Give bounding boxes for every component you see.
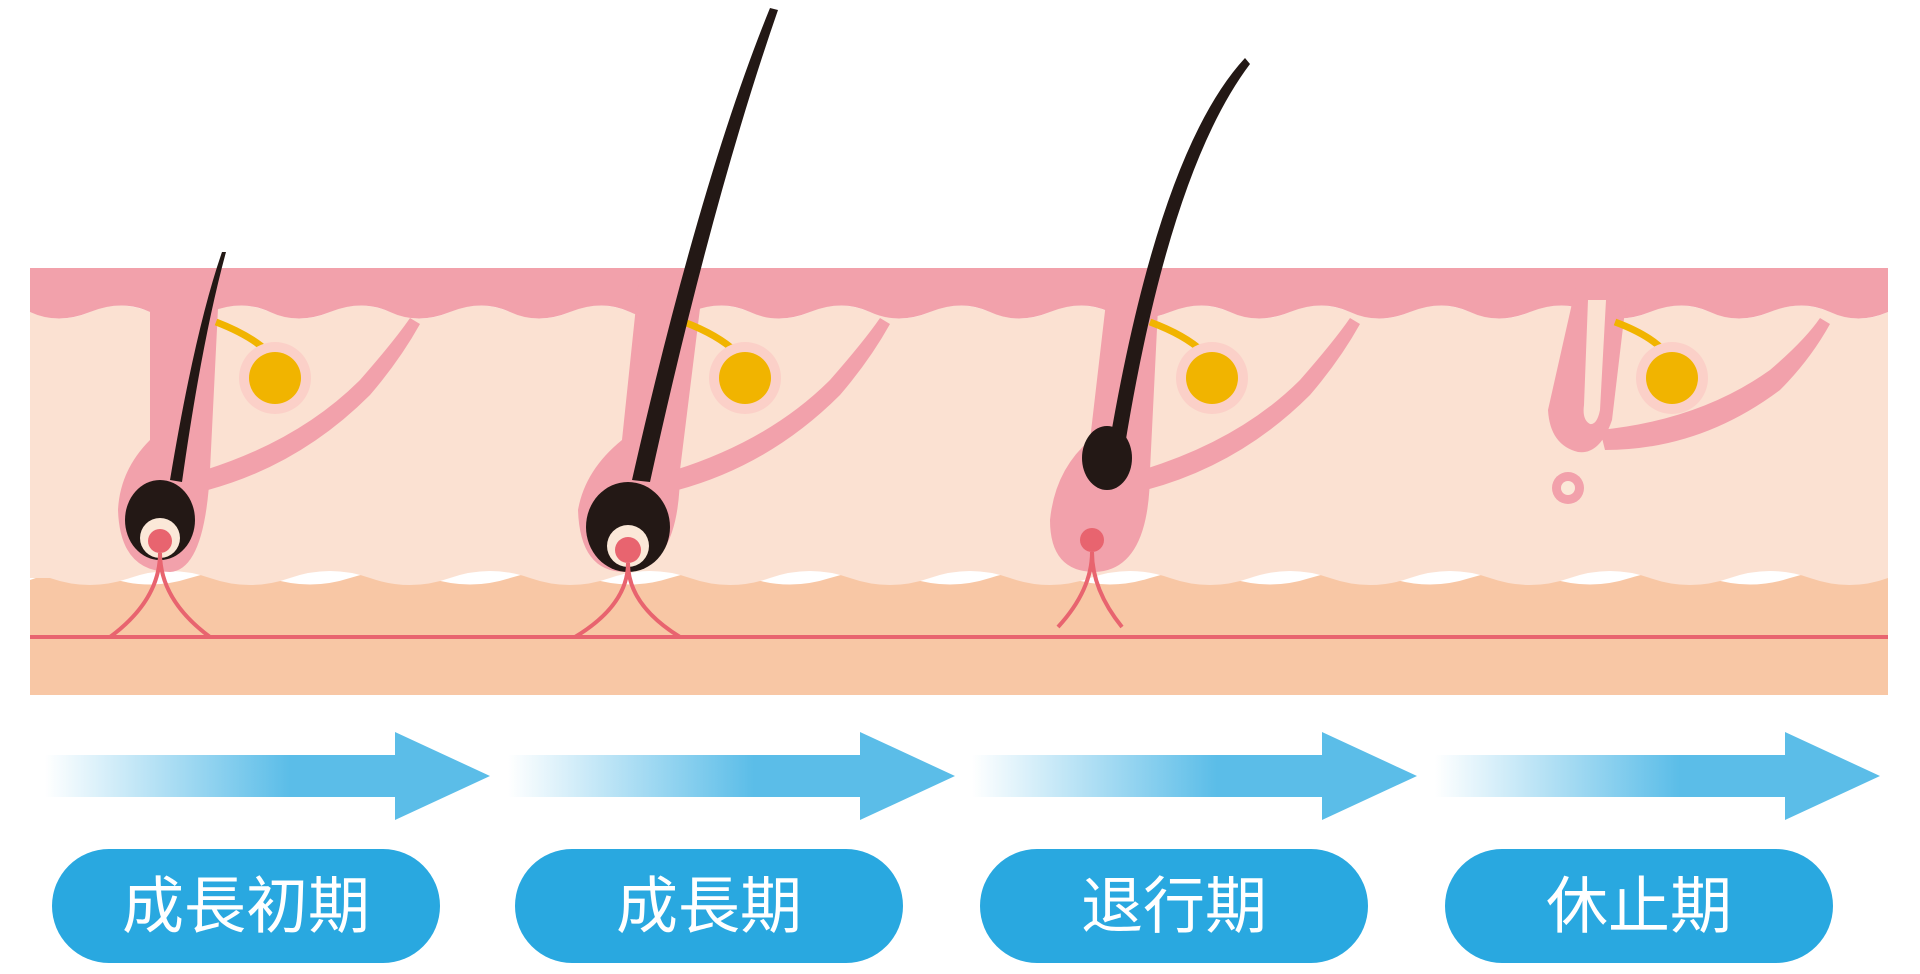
arrector-muscle [675, 318, 890, 490]
dermal-papilla [148, 529, 172, 553]
label-text: 退行期 [1081, 870, 1267, 943]
phase-label-catagen: 退行期 [980, 849, 1368, 963]
label-text: 休止期 [1546, 870, 1732, 943]
dermal-papilla-center [1561, 481, 1575, 495]
sebaceous-gland [249, 352, 301, 404]
label-pill-bg [1445, 849, 1833, 963]
sebaceous-gland [1186, 352, 1238, 404]
epidermis-layer [30, 268, 1888, 319]
follicle-pore [1583, 300, 1606, 425]
label-pill-bg [52, 849, 440, 963]
phase-arrows [45, 732, 1880, 820]
sebaceous-gland [719, 352, 771, 404]
follicle-early-anagen [108, 252, 420, 639]
follicle-telogen [1548, 268, 1830, 504]
phase-label-early-anagen: 成長初期 [52, 849, 440, 963]
blood-vessel [108, 552, 212, 639]
blood-vessel [573, 562, 682, 639]
skin-cross-section [30, 268, 1888, 695]
hair-shaft [170, 252, 226, 482]
dermal-papilla [615, 537, 641, 563]
dermal-papilla [1080, 528, 1104, 552]
follicle-catagen [1050, 58, 1360, 629]
phase-arrow-3 [972, 732, 1417, 820]
arrector-muscle [1600, 318, 1830, 450]
arrector-muscle [1142, 318, 1360, 490]
sebaceous-gland [1646, 352, 1698, 404]
phase-label-telogen: 休止期 [1445, 849, 1833, 963]
blood-vessel [1056, 551, 1124, 629]
phase-arrow-2 [508, 732, 955, 820]
label-pill-bg [515, 849, 903, 963]
phase-label-anagen: 成長期 [515, 849, 903, 963]
dermis-layer [30, 305, 1888, 585]
label-text: 成長初期 [122, 870, 370, 943]
label-text: 成長期 [616, 870, 802, 943]
phase-arrow-4 [1435, 732, 1880, 820]
fat-layer [30, 571, 1888, 640]
phase-labels: 成長初期 成長期 退行期 休止期 [52, 849, 1833, 963]
hair-shaft [632, 8, 778, 482]
hair-shaft [1110, 58, 1250, 445]
hair-club [1082, 426, 1132, 490]
arrector-muscle [205, 318, 420, 490]
subcutis-band [30, 640, 1888, 695]
phase-arrow-1 [45, 732, 490, 820]
follicle-anagen [573, 8, 890, 639]
label-pill-bg [980, 849, 1368, 963]
